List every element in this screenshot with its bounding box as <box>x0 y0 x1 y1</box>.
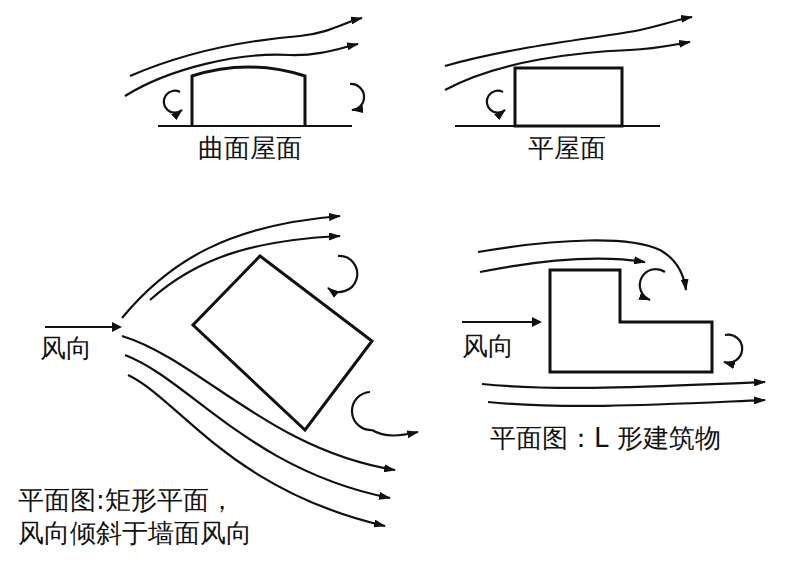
streamline <box>488 400 765 406</box>
eddy-arrow <box>640 269 665 300</box>
streamline <box>480 259 645 272</box>
plan-caption: 平面图:矩形平面， 风向倾斜于墙面风向 <box>18 484 258 549</box>
eddy-arrow <box>352 392 372 430</box>
streamline <box>150 236 340 300</box>
streamline <box>478 240 686 290</box>
curved-roof-building <box>192 67 305 126</box>
wind-direction-line <box>45 326 120 328</box>
streamline <box>125 44 358 96</box>
rectangular-plan-building <box>193 256 372 430</box>
streamline <box>122 216 340 318</box>
wind-direction-label: 风向 <box>462 330 514 363</box>
streamline <box>122 336 395 470</box>
eddy-arrow <box>487 91 505 113</box>
streamline <box>445 42 690 90</box>
flat-roof-building <box>515 68 622 126</box>
eddy-arrow <box>350 84 364 110</box>
wind-direction-label: 风向 <box>40 332 92 365</box>
eddy-arrow <box>328 256 357 292</box>
eddy-arrow <box>372 430 418 436</box>
streamline <box>482 382 765 388</box>
l-shaped-building <box>550 270 712 372</box>
wind-direction-line <box>462 321 540 323</box>
plan-caption: 平面图：L 形建筑物 <box>490 422 721 455</box>
streamline <box>130 18 362 76</box>
section-caption: 曲面屋面 <box>198 132 302 165</box>
eddy-arrow <box>164 91 182 113</box>
streamline <box>125 355 390 498</box>
eddy-arrow <box>724 335 742 363</box>
streamline <box>445 17 692 66</box>
section-caption: 平屋面 <box>528 132 606 165</box>
ground-line <box>158 125 352 127</box>
